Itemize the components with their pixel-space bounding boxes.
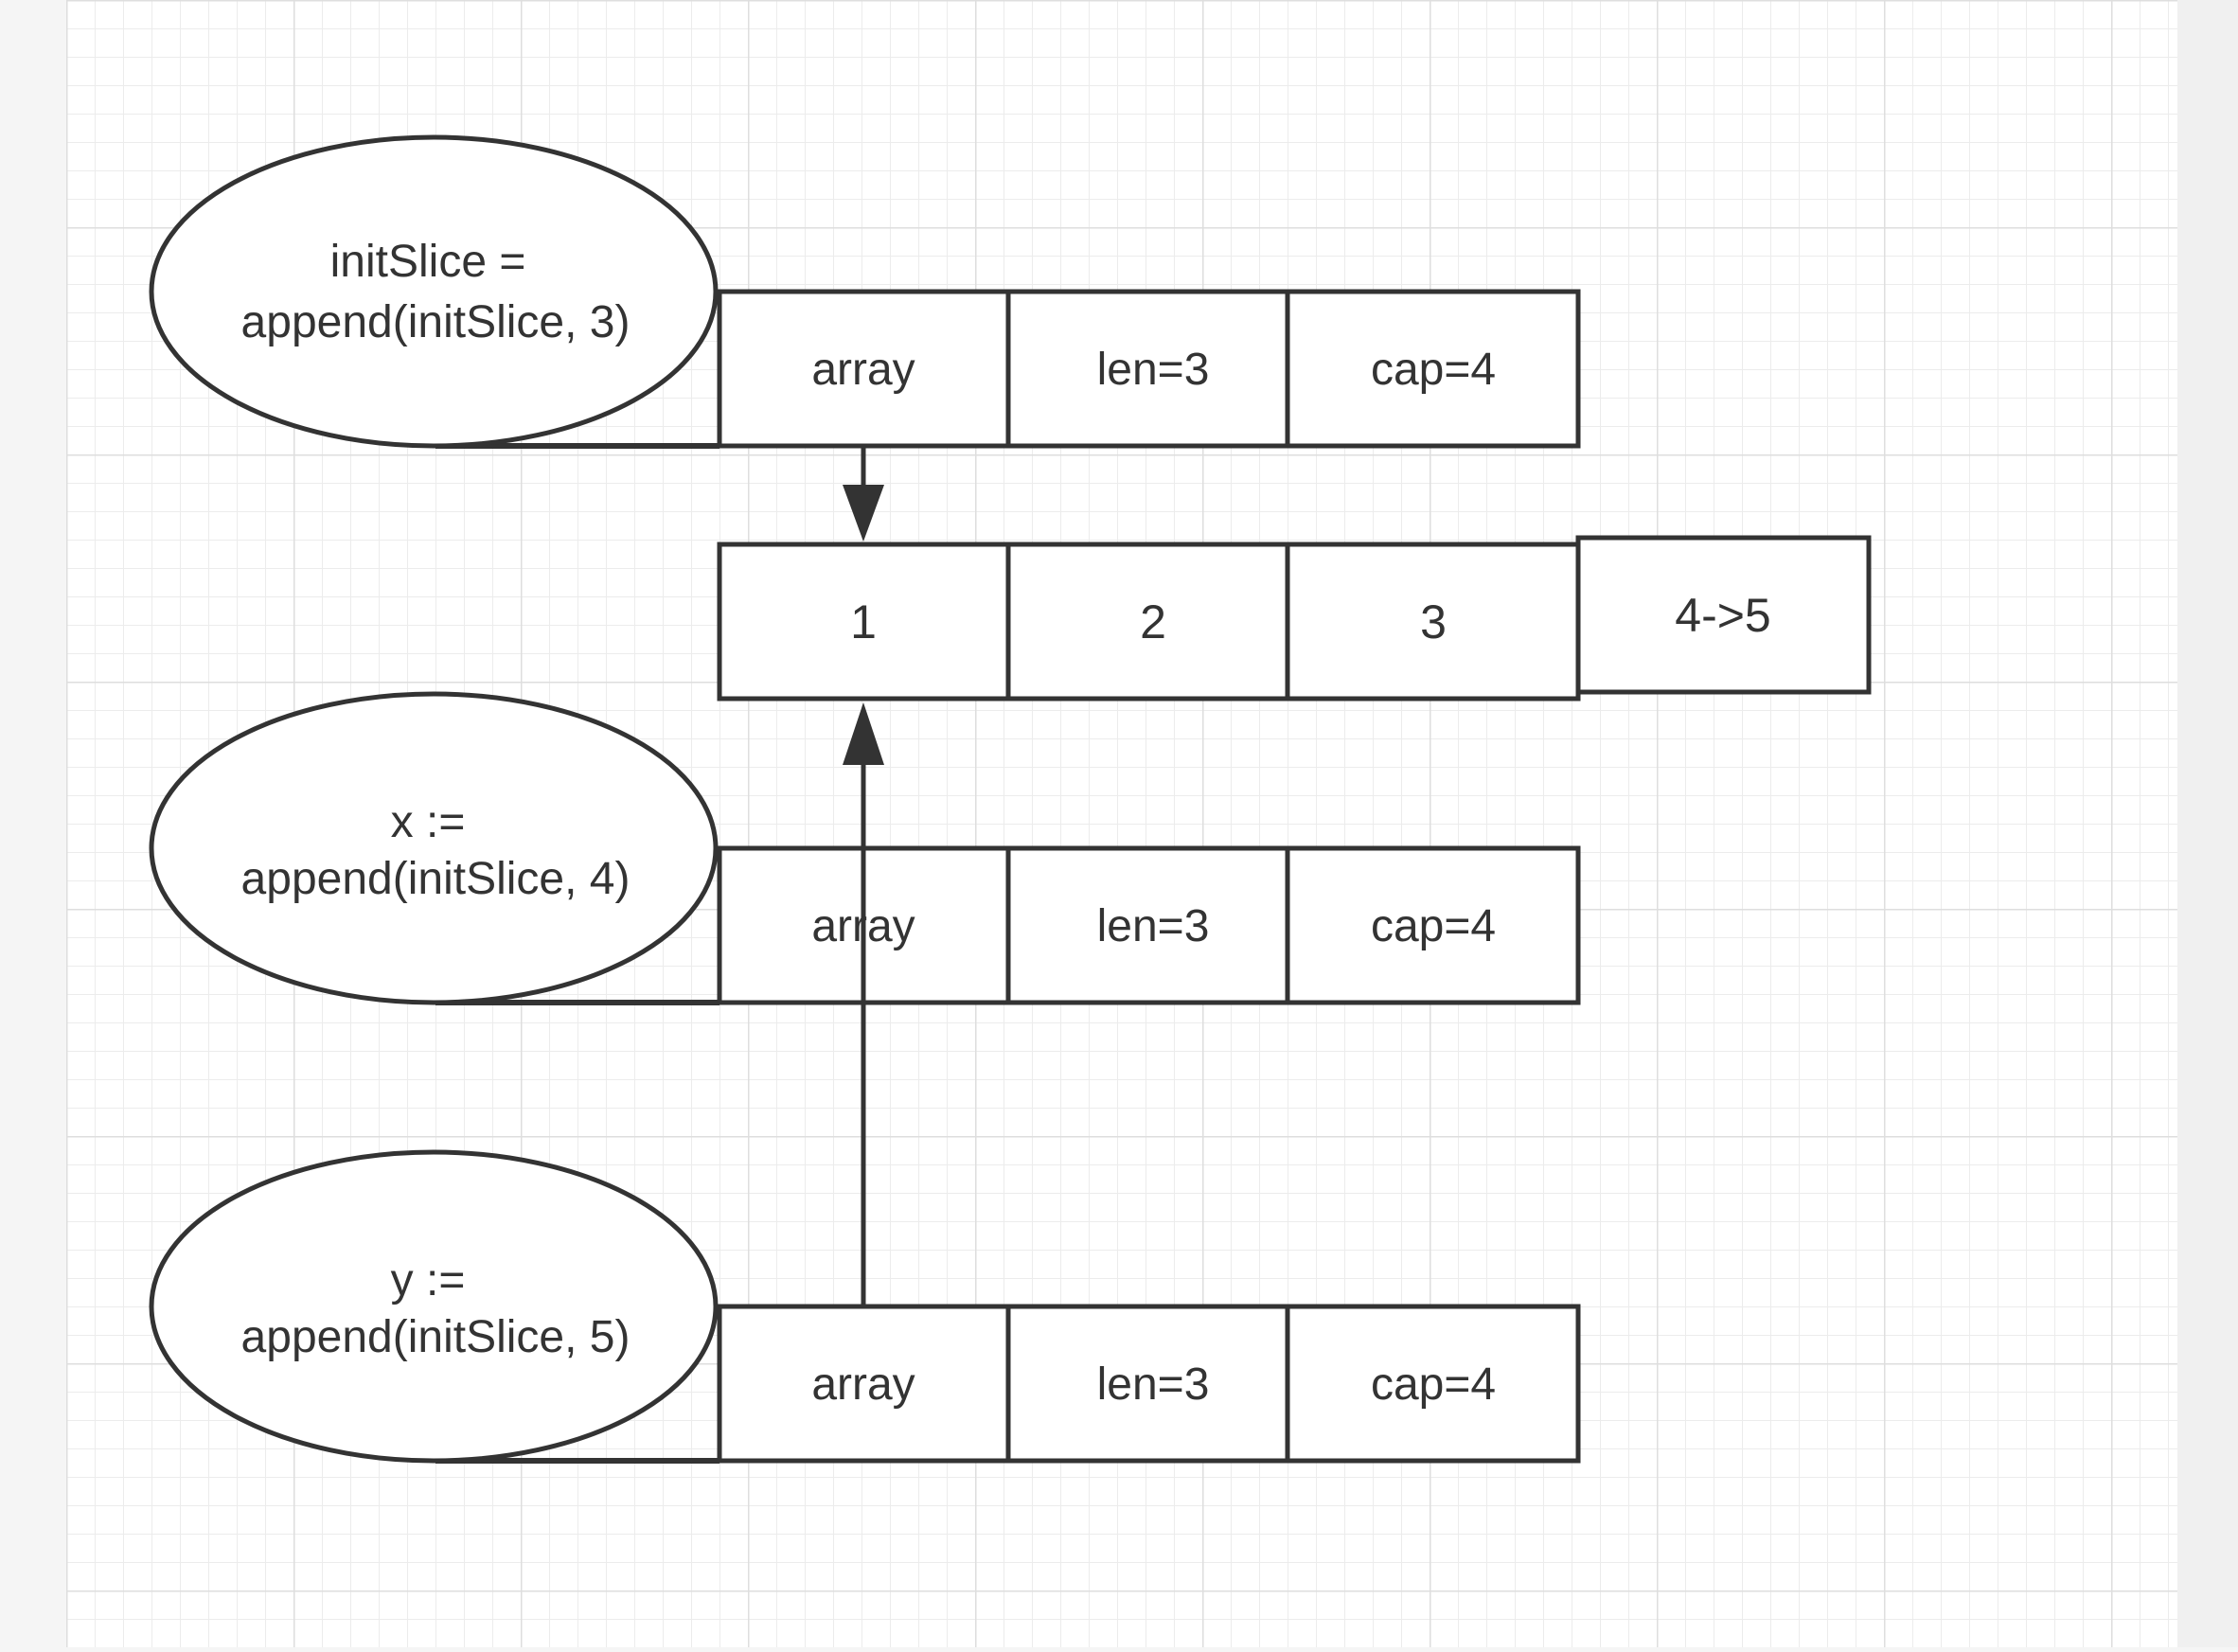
- field-cap-label: cap=4: [1371, 901, 1496, 951]
- slice-label-line-2: append(initSlice, 5): [241, 1312, 631, 1362]
- array-value-0: 1: [850, 595, 877, 648]
- field-cap-box: [1285, 289, 1581, 449]
- array-value-2: 3: [1420, 595, 1447, 648]
- slice-header-y: y := append(initSlice, 5) array len=3 ca…: [149, 1149, 1581, 1464]
- field-len-box: [1005, 845, 1290, 1005]
- pointer-arrow-initslice: [843, 448, 884, 542]
- field-cap-box: [1285, 845, 1581, 1005]
- field-len-box: [1005, 1304, 1290, 1464]
- slice-label-line-2: append(initSlice, 3): [241, 297, 631, 347]
- slice-label-line-1: x :=: [391, 797, 466, 847]
- field-array-box: [717, 1304, 1011, 1464]
- pointer-arrow-y: [843, 702, 884, 1305]
- slice-ellipse: [149, 1149, 719, 1464]
- field-len-box: [1005, 289, 1290, 449]
- array-cell-3: [1575, 535, 1872, 695]
- field-len-label: len=3: [1097, 345, 1210, 395]
- field-cap-label: cap=4: [1371, 345, 1496, 395]
- field-array-label: array: [811, 345, 915, 395]
- field-array-label: array: [811, 1359, 915, 1410]
- arrow-head-up: [843, 702, 884, 765]
- slice-ellipse: [149, 134, 719, 449]
- slice-label-line-2: append(initSlice, 4): [241, 854, 631, 904]
- array-cell-1: [1005, 542, 1290, 702]
- field-cap-box: [1285, 1304, 1581, 1464]
- field-len-label: len=3: [1097, 901, 1210, 951]
- field-len-label: len=3: [1097, 1359, 1210, 1410]
- arrow-head-down: [843, 485, 884, 542]
- array-value-3: 4->5: [1675, 589, 1770, 642]
- field-cap-label: cap=4: [1371, 1359, 1496, 1410]
- slice-ellipse: [149, 691, 719, 1005]
- right-gutter: [2177, 0, 2238, 1647]
- slice-header-initslice: initSlice = append(initSlice, 3) array l…: [149, 134, 1581, 449]
- backing-array: 1 2 3 4->5: [717, 535, 1872, 702]
- array-cell-2: [1285, 542, 1581, 702]
- array-value-1: 2: [1140, 595, 1166, 648]
- field-array-box: [717, 289, 1011, 449]
- array-cell-0: [717, 542, 1011, 702]
- slice-header-x: x := append(initSlice, 4) array len=3 ca…: [149, 691, 1581, 1005]
- slice-label-line-1: initSlice =: [330, 237, 526, 287]
- slice-label-line-1: y :=: [391, 1255, 466, 1306]
